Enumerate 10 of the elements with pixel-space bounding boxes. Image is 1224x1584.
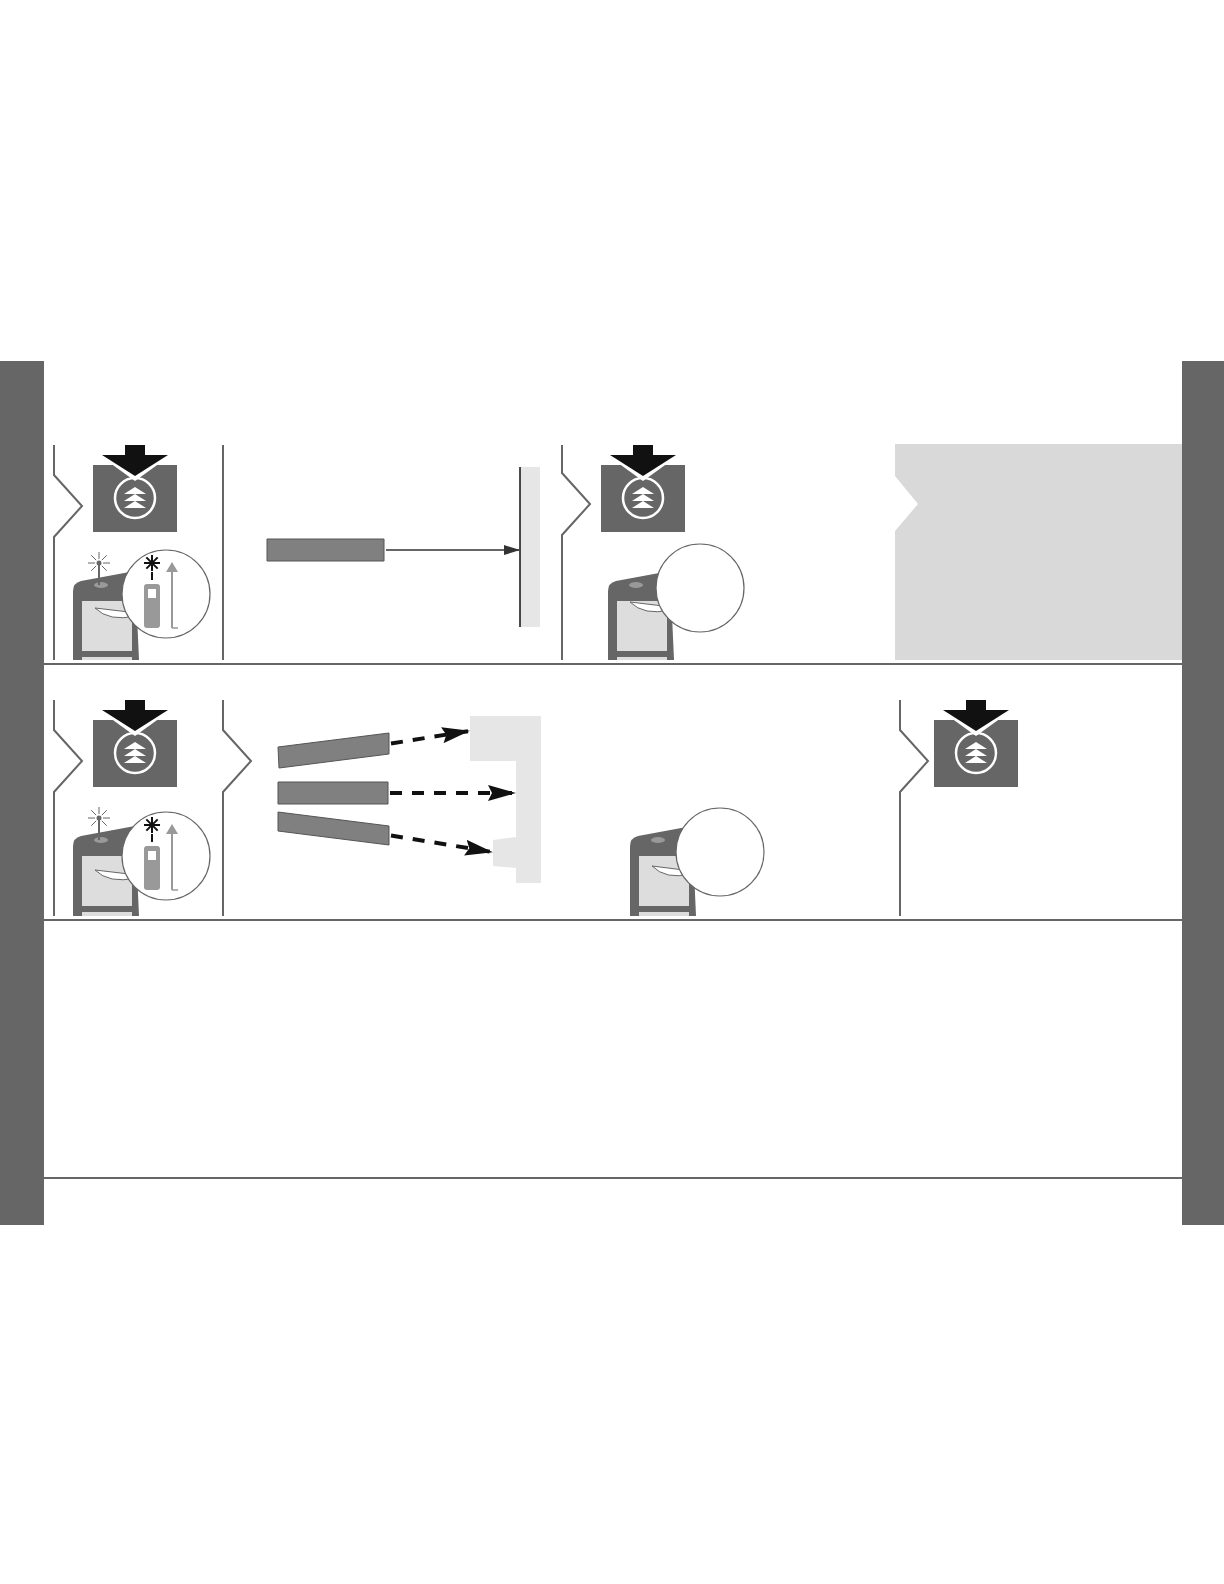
- arrow: [390, 785, 516, 801]
- laser-device-bar: [266, 538, 385, 562]
- laser-device-bar: [277, 781, 389, 805]
- wall-surface: [470, 716, 541, 883]
- laser-device-bar: [277, 732, 390, 769]
- wall-surface: [519, 466, 540, 628]
- laser-device-bar: [277, 811, 390, 846]
- arrow: [390, 833, 493, 856]
- arrow: [385, 545, 520, 555]
- arrow: [390, 727, 470, 746]
